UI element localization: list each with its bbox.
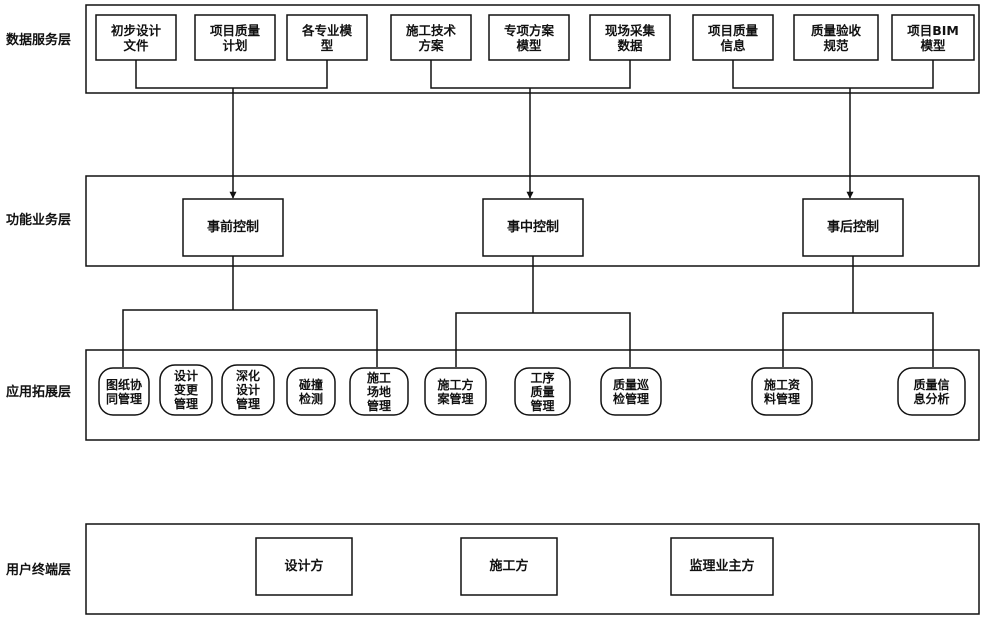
app-item-label: 图纸协 同管理: [105, 377, 142, 406]
data-item-label: 现场采集 数据: [604, 22, 655, 53]
data-item-label: 各专业模 型: [301, 22, 352, 53]
app-item-label: 工序 质量 管理: [530, 370, 555, 413]
user-item-label: 施工方: [489, 559, 529, 574]
branch-pre-control: [122, 256, 378, 367]
layer-label-user-terminal: 用户终端层: [6, 563, 72, 578]
data-item-label: 专项方案 模型: [503, 22, 554, 53]
application-expansion-layer-frame: [85, 349, 980, 441]
layer-label-data-service: 数据服务层: [6, 33, 72, 48]
app-item-label: 施工资 料管理: [763, 377, 800, 406]
box-quality-inspection-mgmt: [600, 367, 662, 416]
data-item-label: 施工技术 方案: [405, 22, 456, 53]
box-construction-docs-mgmt: [751, 367, 813, 416]
layer-label-application-expansion: 应用拓展层: [6, 385, 72, 400]
box-quality-acceptance-spec: [793, 14, 879, 61]
data-service-layer-frame: [85, 4, 980, 94]
app-item-label: 施工 场地 管理: [366, 370, 391, 413]
app-item-label: 施工方 案管理: [437, 377, 474, 406]
data-item-label: 项目质量 计划: [209, 22, 260, 53]
box-quality-info-analysis: [897, 367, 966, 416]
app-item-label: 碰撞 检测: [298, 377, 323, 406]
box-process-quality-mgmt: [514, 367, 571, 416]
box-site-management: [349, 367, 409, 416]
bracket-group-2: [430, 60, 631, 89]
control-label: 事后控制: [826, 220, 879, 235]
layer-label-function-business: 功能业务层: [6, 213, 72, 228]
box-project-quality-plan: [194, 14, 276, 61]
control-label: 事中控制: [506, 220, 559, 235]
control-label: 事前控制: [206, 220, 259, 235]
app-item-label: 质量信 息分析: [913, 377, 950, 406]
bracket-group-1: [135, 60, 328, 89]
box-detailed-design: [221, 364, 275, 416]
box-clash-detection: [286, 367, 336, 416]
data-item-label: 项目质量 信息: [707, 22, 758, 53]
bracket-group-3: [732, 60, 934, 89]
box-contractor: [460, 537, 558, 596]
user-terminal-layer-frame: [85, 523, 980, 615]
app-item-label: 设计 变更 管理: [173, 369, 198, 411]
box-drawing-collaboration: [98, 367, 150, 416]
data-item-label: 初步设计 文件: [110, 22, 161, 53]
box-designer: [255, 537, 353, 596]
box-construction-scheme-mgmt: [424, 367, 487, 416]
data-item-label: 质量验收 规范: [810, 22, 861, 53]
user-item-label: 监理业主方: [689, 559, 755, 574]
box-special-plan-model: [488, 14, 570, 61]
data-item-label: 项目BIM 模型: [907, 22, 959, 53]
app-item-label: 深化 设计 管理: [235, 369, 260, 411]
box-design-change: [159, 364, 213, 416]
user-item-label: 设计方: [284, 559, 324, 574]
box-supervisor-owner: [670, 537, 774, 596]
branch-post-control: [782, 256, 934, 367]
app-item-label: 质量巡 检管理: [612, 377, 649, 406]
branch-mid-control: [455, 256, 631, 367]
